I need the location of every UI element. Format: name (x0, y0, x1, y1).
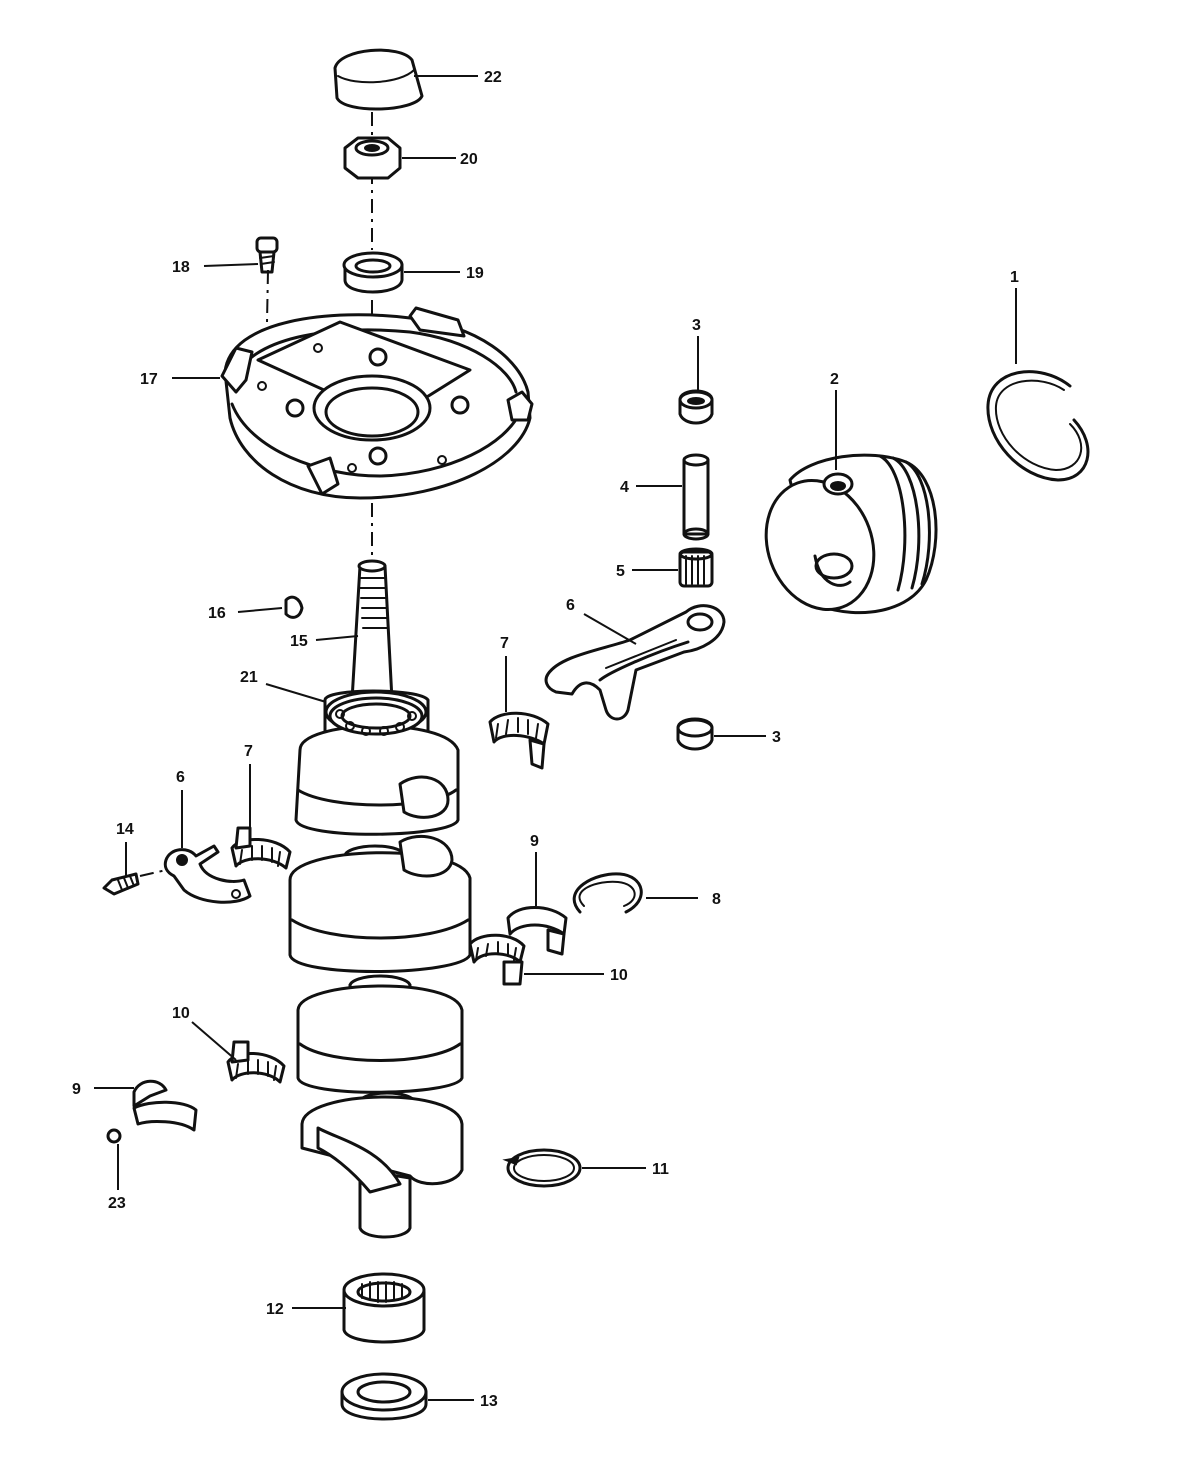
callout-18: 18 (172, 259, 190, 276)
part-17-plate (220, 306, 534, 500)
callout-12: 12 (266, 1301, 284, 1318)
part-10-needle-cage-left (226, 1040, 286, 1084)
callout-labels: 1 2 3 3 4 5 6 6 7 7 8 9 9 10 10 11 12 13… (72, 69, 1019, 1410)
callout-16: 16 (208, 605, 226, 622)
part-1-piston-ring (986, 370, 1090, 482)
callout-10-right: 10 (610, 967, 628, 984)
callout-4: 4 (620, 479, 629, 496)
part-21-ball-bearing (328, 696, 424, 736)
leader-lines (94, 75, 1017, 1401)
callout-9-left: 9 (72, 1081, 81, 1098)
part-3-retainer-upper (678, 389, 714, 425)
part-6-rod-cap (163, 844, 252, 904)
part-9-race-left (132, 1079, 198, 1132)
callout-13: 13 (480, 1393, 498, 1410)
part-22-cap (333, 48, 424, 111)
part-19-seal (342, 251, 404, 294)
callout-19: 19 (466, 265, 484, 282)
callout-10-left: 10 (172, 1005, 190, 1022)
part-8-ring (572, 872, 643, 914)
part-23-dowel (106, 1128, 122, 1144)
part-20-hex-nut (343, 136, 402, 180)
part-12-roller-bearing (342, 1272, 426, 1344)
part-14-screw (102, 872, 140, 896)
part-13-seal (340, 1372, 428, 1421)
callout-6-cap: 6 (176, 769, 185, 786)
callout-3-lower: 3 (772, 729, 781, 746)
callout-23: 23 (108, 1195, 126, 1212)
callout-3-upper: 3 (692, 317, 701, 334)
callout-21: 21 (240, 669, 258, 686)
callout-5: 5 (616, 563, 625, 580)
part-16-key (284, 595, 304, 619)
part-7-needle-cage-upper (488, 711, 550, 770)
callout-6-rod: 6 (566, 597, 575, 614)
part-6-connecting-rod (544, 604, 726, 721)
callout-22: 22 (484, 69, 502, 86)
part-5-needle-bearing (678, 547, 714, 588)
callout-7-left: 7 (244, 743, 253, 760)
part-9-race-right (506, 906, 568, 956)
part-4-wrist-pin (682, 453, 710, 541)
callout-20: 20 (460, 151, 478, 168)
callout-1: 1 (1010, 269, 1019, 286)
part-3-retainer-lower (676, 717, 714, 751)
callout-11: 11 (652, 1161, 669, 1178)
callout-15: 15 (290, 633, 308, 650)
part-10-needle-cage-right (468, 933, 526, 986)
part-7-needle-cage-left (230, 826, 292, 870)
part-2-piston (764, 453, 938, 615)
part-11-ring (502, 1148, 582, 1188)
callout-7-upper: 7 (500, 635, 509, 652)
callout-2: 2 (830, 371, 839, 388)
part-15-crankshaft (288, 559, 472, 1239)
callout-8: 8 (712, 891, 721, 908)
part-18-screw (255, 236, 279, 274)
callout-14: 14 (116, 821, 134, 838)
callout-17: 17 (140, 371, 158, 388)
callout-9-right: 9 (530, 833, 539, 850)
